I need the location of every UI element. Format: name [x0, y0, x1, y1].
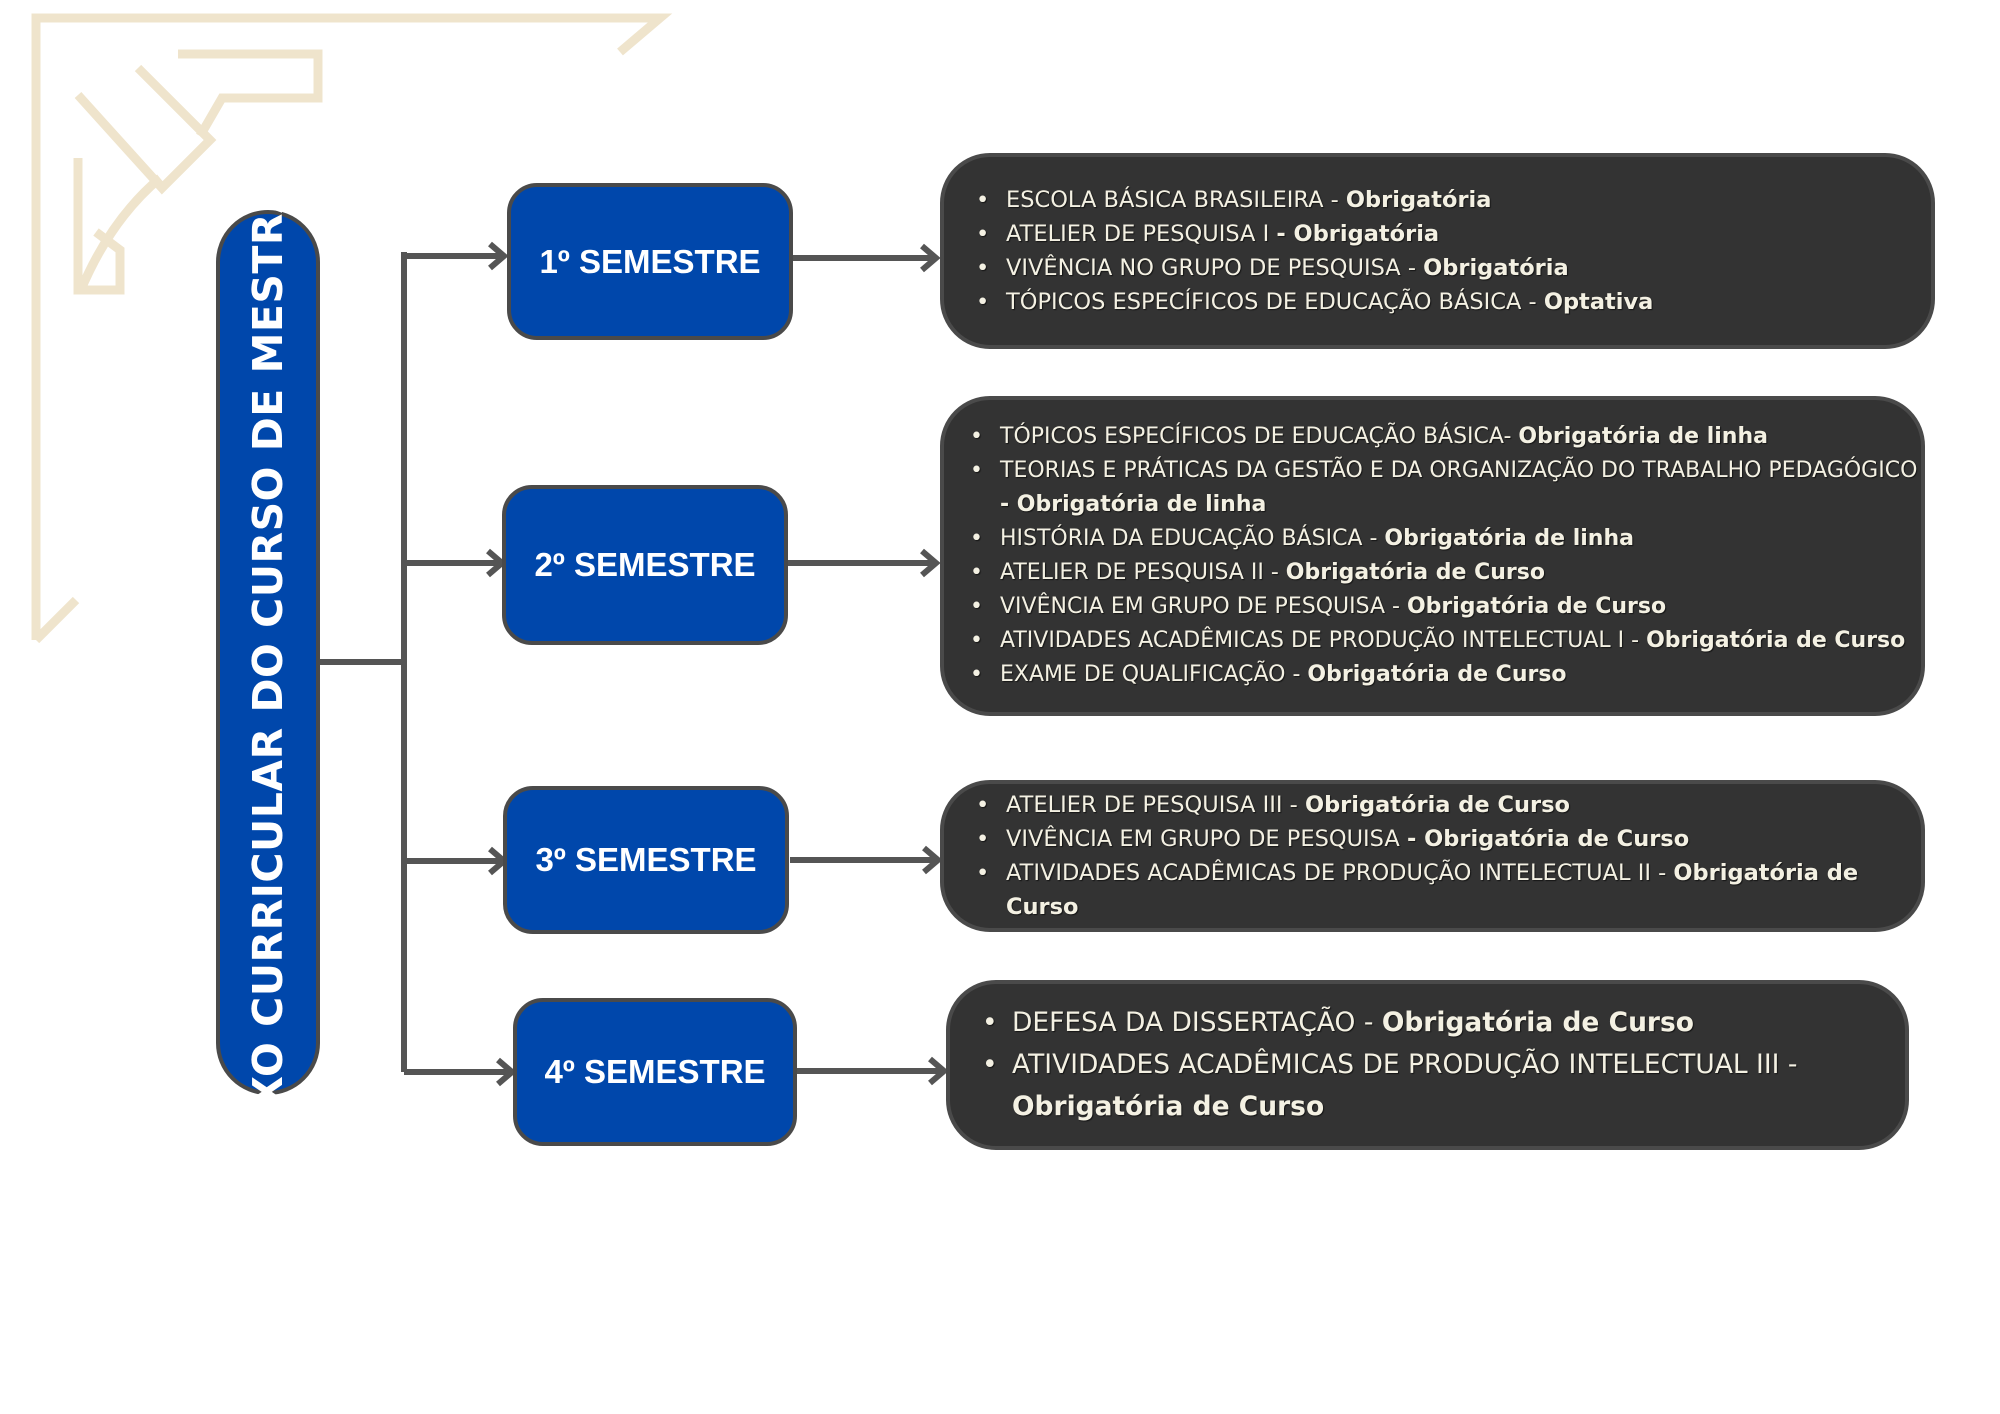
list-item: ESCOLA BÁSICA BRASILEIRA - Obrigatória: [976, 183, 1931, 217]
arrowhead-icon: [488, 241, 509, 271]
course-box-3: ATELIER DE PESQUISA III - Obrigatória de…: [940, 780, 1925, 932]
arrowhead-icon: [496, 1057, 517, 1087]
semester-box-2: 2º SEMESTRE: [502, 485, 788, 645]
arrowhead-icon: [920, 243, 941, 273]
semester-label: 2º SEMESTRE: [534, 546, 756, 583]
list-item: TEORIAS E PRÁTICAS DA GESTÃO E DA ORGANI…: [970, 454, 1921, 522]
semester-box-3: 3º SEMESTRE: [503, 786, 789, 934]
semester-label: 3º SEMESTRE: [535, 841, 757, 878]
course-box-4: DEFESA DA DISSERTAÇÃO - Obrigatória de C…: [946, 980, 1909, 1150]
list-item: TÓPICOS ESPECÍFICOS DE EDUCAÇÃO BÁSICA- …: [970, 420, 1921, 454]
arrowhead-icon: [928, 1056, 949, 1086]
arrowhead-icon: [920, 548, 941, 578]
list-item: ATIVIDADES ACADÊMICAS DE PRODUÇÃO INTELE…: [976, 856, 1921, 924]
list-item: VIVÊNCIA EM GRUPO DE PESQUISA - Obrigató…: [970, 590, 1921, 624]
semester-box-4: 4º SEMESTRE: [513, 998, 797, 1146]
arrowhead-icon: [922, 845, 943, 875]
list-item: ATELIER DE PESQUISA III - Obrigatória de…: [976, 788, 1921, 822]
list-item: DEFESA DA DISSERTAÇÃO - Obrigatória de C…: [982, 1002, 1905, 1044]
course-box-1: ESCOLA BÁSICA BRASILEIRA - Obrigatória A…: [940, 153, 1935, 349]
semester-label: 4º SEMESTRE: [544, 1053, 766, 1090]
list-item: TÓPICOS ESPECÍFICOS DE EDUCAÇÃO BÁSICA -…: [976, 285, 1931, 319]
course-list: DEFESA DA DISSERTAÇÃO - Obrigatória de C…: [950, 1002, 1905, 1128]
list-item: HISTÓRIA DA EDUCAÇÃO BÁSICA - Obrigatóri…: [970, 522, 1921, 556]
semester-box-1: 1º SEMESTRE: [507, 183, 793, 340]
list-item: VIVÊNCIA EM GRUPO DE PESQUISA - Obrigató…: [976, 822, 1921, 856]
course-list: ATELIER DE PESQUISA III - Obrigatória de…: [944, 788, 1921, 924]
title-pill: FLUXO CURRICULAR DO CURSO DE MESTRADO: [216, 110, 320, 1195]
course-list: TÓPICOS ESPECÍFICOS DE EDUCAÇÃO BÁSICA- …: [944, 420, 1921, 692]
semester-label: 1º SEMESTRE: [539, 242, 761, 280]
list-item: ATELIER DE PESQUISA I - Obrigatória: [976, 217, 1931, 251]
list-item: EXAME DE QUALIFICAÇÃO - Obrigatória de C…: [970, 658, 1921, 692]
list-item: VIVÊNCIA NO GRUPO DE PESQUISA - Obrigató…: [976, 251, 1931, 285]
list-item: ATELIER DE PESQUISA II - Obrigatória de …: [970, 556, 1921, 590]
course-list: ESCOLA BÁSICA BRASILEIRA - Obrigatória A…: [944, 183, 1931, 319]
list-item: ATIVIDADES ACADÊMICAS DE PRODUÇÃO INTELE…: [970, 624, 1921, 658]
diagram-title: FLUXO CURRICULAR DO CURSO DE MESTRADO: [244, 110, 292, 1195]
list-item: ATIVIDADES ACADÊMICAS DE PRODUÇÃO INTELE…: [982, 1044, 1905, 1128]
course-box-2: TÓPICOS ESPECÍFICOS DE EDUCAÇÃO BÁSICA- …: [940, 396, 1925, 716]
